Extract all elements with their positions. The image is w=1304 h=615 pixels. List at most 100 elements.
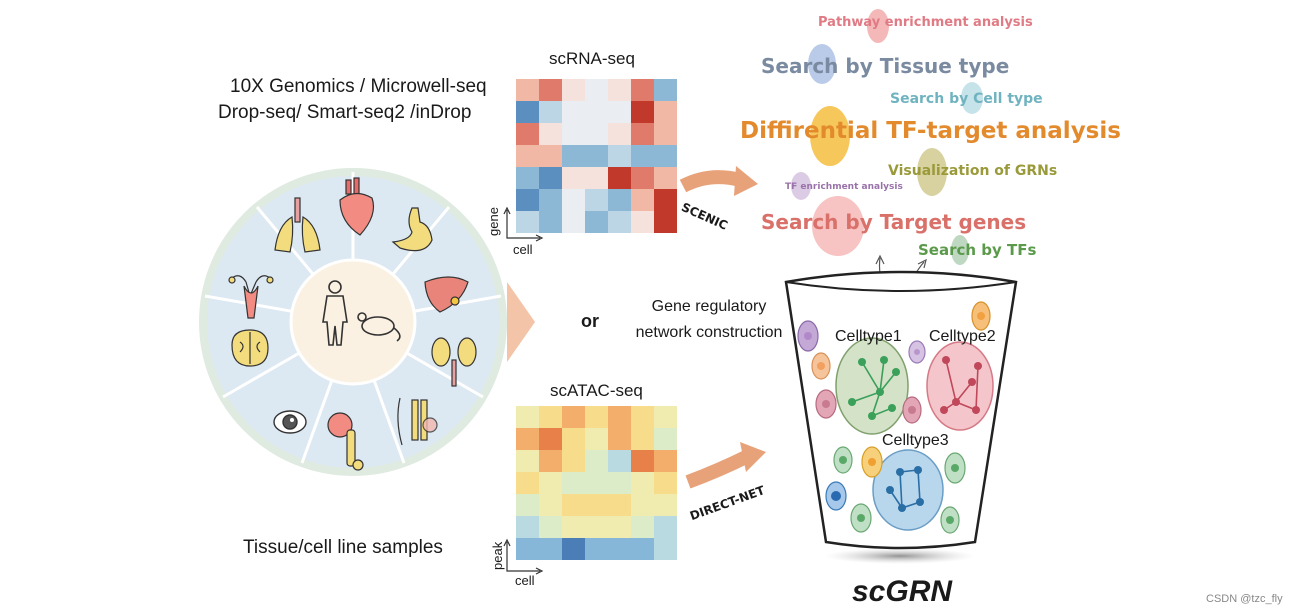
kidney-icon	[431, 337, 477, 387]
scrna-heatmap-cell	[654, 211, 677, 233]
scrna-heatmap-cell	[516, 189, 539, 211]
scrna-heatmap	[516, 79, 677, 233]
scatac-heatmap-cell	[654, 472, 677, 494]
lungs-icon	[274, 197, 321, 253]
scatac-heatmap-cell	[585, 406, 608, 428]
male-reproductive-icon	[327, 412, 364, 471]
scatac-heatmap-cell	[608, 494, 631, 516]
directnet-arrow	[685, 442, 766, 489]
scattered-cells	[797, 301, 991, 534]
scatac-title: scATAC-seq	[550, 381, 643, 400]
wordcloud-visualization: Visualization of GRNs	[888, 163, 1058, 179]
atac-ylabel: peak	[490, 541, 505, 570]
scatac-heatmap-cell	[608, 428, 631, 450]
scatac-heatmap-cell	[654, 406, 677, 428]
scrna-heatmap-cell	[654, 79, 677, 101]
watermark: CSDN @tzc_fly	[1206, 593, 1283, 605]
scatac-heatmap-cell	[585, 450, 608, 472]
rna-ylabel: gene	[486, 207, 501, 236]
scatac-heatmap-cell	[631, 516, 654, 538]
scatac-heatmap-cell	[516, 472, 539, 494]
scrna-heatmap-cell	[608, 167, 631, 189]
scrna-heatmap-cell	[516, 101, 539, 123]
scrna-heatmap-cell	[562, 167, 585, 189]
human-icon	[322, 280, 348, 346]
scrna-heatmap-cell	[516, 167, 539, 189]
scatac-heatmap-cell	[585, 472, 608, 494]
wordcloud-target: Search by Target genes	[761, 210, 1027, 234]
bone-joint-icon	[397, 397, 438, 446]
scrna-heatmap-cell	[539, 189, 562, 211]
scrna-heatmap-cell	[608, 145, 631, 167]
scatac-heatmap-cell	[585, 428, 608, 450]
grn-line-1: Gene regulatory	[651, 298, 767, 315]
scrna-heatmap-cell	[631, 101, 654, 123]
scatac-heatmap-cell	[608, 450, 631, 472]
wordcloud-celltype: Search by Cell type	[890, 91, 1043, 107]
scatac-heatmap-cell	[608, 472, 631, 494]
scatac-heatmap-cell	[562, 472, 585, 494]
scatac-heatmap-cell	[608, 406, 631, 428]
scatac-heatmap-cell	[654, 516, 677, 538]
scrna-heatmap-cell	[539, 167, 562, 189]
scrna-heatmap-cell	[631, 79, 654, 101]
grn-line-2: network construction	[635, 324, 783, 341]
scatac-heatmap-cell	[516, 516, 539, 538]
scrna-heatmap-cell	[608, 79, 631, 101]
scatac-heatmap-cell	[654, 450, 677, 472]
wordcloud-tfs: Search by TFs	[918, 241, 1037, 259]
scatac-heatmap-cell	[539, 516, 562, 538]
scrna-heatmap-cell	[516, 145, 539, 167]
scrna-heatmap-cell	[539, 101, 562, 123]
scrna-heatmap-cell	[631, 189, 654, 211]
cup-shadow	[825, 548, 975, 564]
scatac-heatmap-cell	[562, 494, 585, 516]
scrna-heatmap-cell	[539, 145, 562, 167]
or-label: or	[581, 311, 599, 331]
scatac-heatmap-cell	[516, 538, 539, 560]
scatac-heatmap-cell	[608, 516, 631, 538]
scrna-heatmap-cell	[539, 211, 562, 233]
scatac-heatmap-cell	[562, 450, 585, 472]
atac-axes	[503, 538, 544, 575]
scatac-heatmap-cell	[654, 494, 677, 516]
female-reproductive-icon	[228, 275, 274, 319]
scrna-heatmap-cell	[631, 145, 654, 167]
scatac-heatmap-cell	[516, 406, 539, 428]
scatac-heatmap-cell	[608, 538, 631, 560]
scatac-heatmap-cell	[516, 450, 539, 472]
celltype3-cluster	[872, 449, 944, 531]
scrna-heatmap-cell	[562, 189, 585, 211]
samples-label: Tissue/cell line samples	[243, 537, 443, 558]
scrna-heatmap-cell	[585, 189, 608, 211]
scrna-heatmap-cell	[516, 211, 539, 233]
wordcloud-tissue: Search by Tissue type	[761, 54, 1010, 78]
scatac-heatmap-cell	[516, 428, 539, 450]
scrna-heatmap-cell	[516, 79, 539, 101]
scrna-heatmap-cell	[654, 101, 677, 123]
wordcloud-bubbles	[791, 9, 983, 265]
scrna-heatmap-cell	[585, 79, 608, 101]
wordcloud-diff-tf: Diffirential TF-target analysis	[740, 118, 1121, 144]
celltype3-label: Celltype3	[882, 432, 949, 449]
wordcloud-tf-enrich: TF enrichment analysis	[785, 182, 903, 192]
brain-icon	[231, 329, 269, 367]
scrna-heatmap-cell	[608, 123, 631, 145]
scatac-heatmap-cell	[654, 538, 677, 560]
scatac-heatmap-cell	[585, 516, 608, 538]
liver-icon	[424, 276, 469, 313]
scatac-heatmap-cell	[631, 494, 654, 516]
scatac-heatmap-cell	[539, 450, 562, 472]
scrna-heatmap-cell	[585, 211, 608, 233]
atac-xlabel: cell	[515, 573, 535, 588]
scatac-heatmap-cell	[631, 428, 654, 450]
eye-icon	[273, 410, 307, 434]
scrna-heatmap-cell	[631, 211, 654, 233]
celltype1-label: Celltype1	[835, 328, 902, 345]
scrna-heatmap-cell	[562, 101, 585, 123]
scgrn-title: scGRN	[852, 575, 953, 608]
scrna-heatmap-cell	[654, 167, 677, 189]
celltype1-cluster	[835, 337, 909, 435]
